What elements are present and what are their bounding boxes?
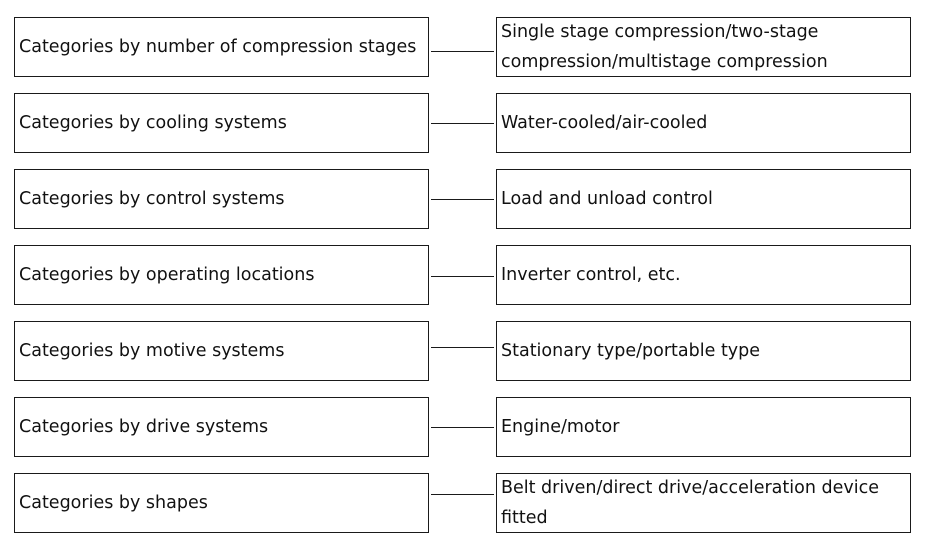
diagram-row: Categories by drive systems Engine/motor xyxy=(0,397,925,457)
connector-line xyxy=(431,51,494,52)
example-label: Load and unload control xyxy=(501,189,713,209)
category-label: Categories by shapes xyxy=(19,493,208,513)
connector-line xyxy=(431,347,494,348)
example-label: Inverter control, etc. xyxy=(501,265,681,285)
example-box: Stationary type/portable type xyxy=(496,321,911,381)
category-box: Categories by control systems xyxy=(14,169,429,229)
example-label: Belt driven/direct drive/acceleration de… xyxy=(501,478,879,528)
category-box: Categories by motive systems xyxy=(14,321,429,381)
category-box: Categories by drive systems xyxy=(14,397,429,457)
connector-line xyxy=(431,276,494,277)
example-label: Single stage compression/two-stage compr… xyxy=(501,22,828,72)
category-box: Categories by cooling systems xyxy=(14,93,429,153)
example-label: Water-cooled/air-cooled xyxy=(501,113,708,133)
diagram-row: Categories by cooling systems Water-cool… xyxy=(0,93,925,153)
category-label: Categories by operating locations xyxy=(19,265,315,285)
category-label: Categories by drive systems xyxy=(19,417,269,437)
category-box: Categories by operating locations xyxy=(14,245,429,305)
diagram-row: Categories by operating locations Invert… xyxy=(0,245,925,305)
example-box: Inverter control, etc. xyxy=(496,245,911,305)
example-box: Load and unload control xyxy=(496,169,911,229)
category-label: Categories by motive systems xyxy=(19,341,285,361)
diagram-row: Categories by motive systems Stationary … xyxy=(0,321,925,381)
example-box: Belt driven/direct drive/acceleration de… xyxy=(496,473,911,533)
connector-line xyxy=(431,427,494,428)
example-box: Water-cooled/air-cooled xyxy=(496,93,911,153)
category-label: Categories by cooling systems xyxy=(19,113,287,133)
category-box: Categories by shapes xyxy=(14,473,429,533)
connector-line xyxy=(431,494,494,495)
category-box: Categories by number of compression stag… xyxy=(14,17,429,77)
diagram-row: Categories by control systems Load and u… xyxy=(0,169,925,229)
example-label: Stationary type/portable type xyxy=(501,341,761,361)
category-label: Categories by number of compression stag… xyxy=(19,37,417,57)
category-label: Categories by control systems xyxy=(19,189,285,209)
connector-line xyxy=(431,123,494,124)
example-label: Engine/motor xyxy=(501,417,620,437)
example-box: Single stage compression/two-stage compr… xyxy=(496,17,911,77)
diagram-row: Categories by number of compression stag… xyxy=(0,17,925,77)
connector-line xyxy=(431,199,494,200)
diagram-row: Categories by shapes Belt driven/direct … xyxy=(0,473,925,533)
example-box: Engine/motor xyxy=(496,397,911,457)
